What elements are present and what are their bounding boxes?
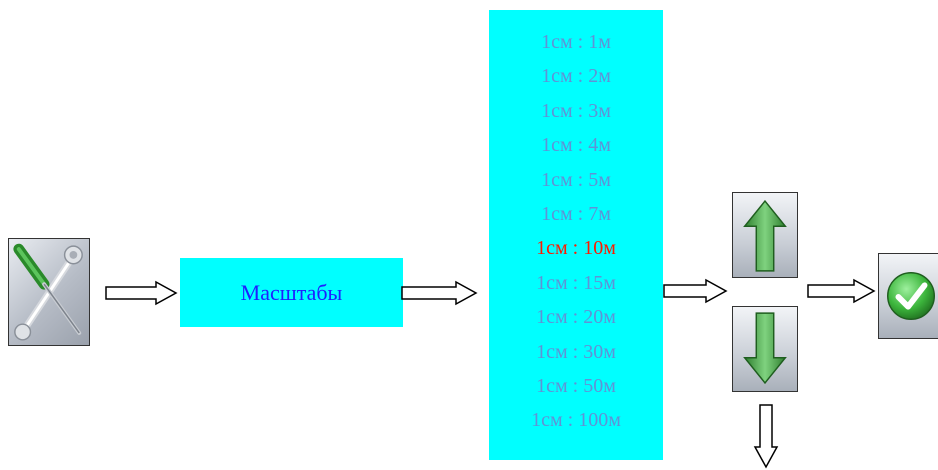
- down-arrow-icon: [753, 404, 779, 469]
- flow-arrow-3: [662, 278, 728, 304]
- screwdriver-wrench-icon: [13, 243, 83, 341]
- up-button[interactable]: [732, 192, 798, 278]
- right-arrow-icon: [663, 278, 728, 304]
- arrow-up-icon: [743, 199, 787, 272]
- arrow-down-icon: [743, 312, 787, 385]
- scale-option-1m[interactable]: 1см : 1м: [541, 31, 611, 53]
- flow-arrow-2: [400, 280, 478, 306]
- scales-menu-item[interactable]: Масштабы: [180, 258, 403, 327]
- scale-option-7m[interactable]: 1см : 7м: [541, 202, 611, 225]
- scale-option-10m[interactable]: 1см : 10м: [536, 237, 616, 260]
- right-arrow-icon: [105, 280, 178, 306]
- scale-list-panel: 1см : 1м 1см : 2м 1см : 3м 1см : 4м 1см …: [489, 10, 663, 460]
- scale-list: 1см : 1м 1см : 2м 1см : 3м 1см : 4м 1см …: [489, 25, 663, 438]
- checkmark-icon: [887, 272, 935, 320]
- scale-option-2m[interactable]: 1см : 2м: [541, 65, 611, 88]
- right-arrow-icon: [807, 278, 876, 304]
- scale-option-20m[interactable]: 1см : 20м: [536, 306, 616, 329]
- scales-label: Масштабы: [240, 279, 343, 305]
- flow-arrow-1: [104, 280, 178, 306]
- scale-option-30m[interactable]: 1см : 30м: [536, 340, 616, 363]
- tools-button[interactable]: [8, 238, 90, 346]
- scale-option-100m[interactable]: 1см : 100м: [531, 409, 621, 432]
- right-arrow-icon: [401, 280, 478, 306]
- scale-option-15m[interactable]: 1см : 15м: [536, 271, 616, 294]
- down-button[interactable]: [732, 306, 798, 392]
- scale-option-5m[interactable]: 1см : 5м: [541, 168, 611, 191]
- confirm-button[interactable]: [878, 253, 938, 339]
- flow-arrow-down: [753, 403, 779, 469]
- scale-option-50m[interactable]: 1см : 50м: [536, 374, 616, 397]
- scale-option-4m[interactable]: 1см : 4м: [541, 134, 611, 157]
- flow-arrow-4: [806, 278, 876, 304]
- scale-option-3m[interactable]: 1см : 3м: [541, 99, 611, 122]
